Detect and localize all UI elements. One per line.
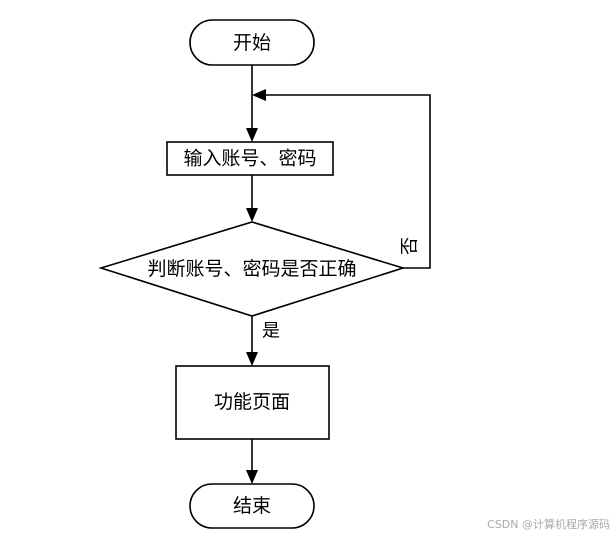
start-node-label: 开始 (233, 32, 271, 54)
edges (246, 65, 431, 484)
check-decision-node (98, 221, 406, 317)
arrowhead-input-to-check (246, 208, 258, 222)
end-node (189, 483, 315, 529)
input-node (166, 141, 334, 176)
end-node-label: 结束 (233, 495, 271, 517)
start-node (189, 19, 315, 66)
function-page-node (175, 365, 330, 440)
arrowhead-function-page-to-end (246, 470, 258, 484)
edge-check-to-input-loop (266, 94, 431, 269)
arrowhead-start-to-input (246, 128, 258, 142)
arrowhead-check-to-function-page (246, 352, 258, 366)
input-node-label: 输入账号、密码 (183, 148, 316, 170)
check-decision-label: 判断账号、密码是否正确 (147, 258, 356, 280)
function-page-label: 功能页面 (214, 391, 290, 413)
no-branch-label: 否 (400, 237, 421, 255)
nodes: 开始 输入账号、密码 判断账号、密码是否正确 功能页面 结束 (98, 19, 406, 529)
edge-labels: 否 是 (262, 237, 421, 342)
yes-branch-label: 是 (262, 321, 280, 342)
watermark: CSDN @计算机程序源码 (487, 517, 610, 531)
arrowhead-loop (252, 89, 266, 101)
